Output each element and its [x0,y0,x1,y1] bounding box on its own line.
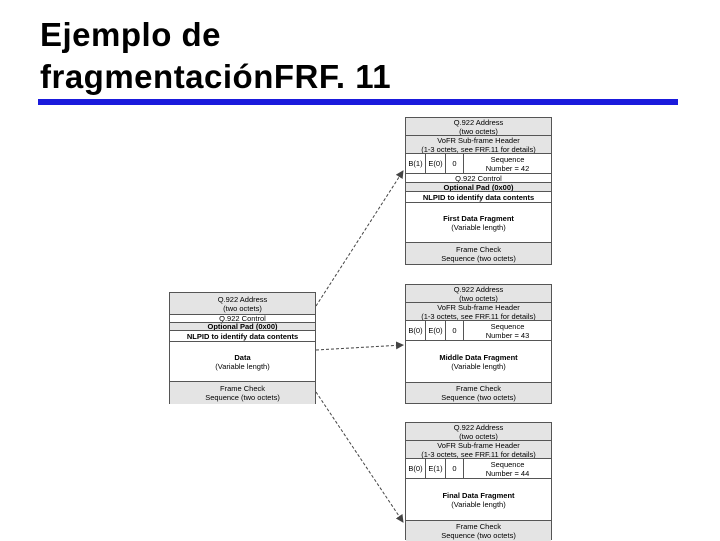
middle-fragment-address-row: Q.922 Address (two octets) [406,285,551,303]
middle-fragment-e-bit: E(0) [426,321,446,340]
middle-fragment-fcs-row: Frame Check Sequence (two octets) [406,383,551,403]
original-control-row: Q.922 Control [170,315,315,323]
slide-title: Ejemplo de fragmentaciónFRF. 11 [40,14,700,98]
final-fragment-b-bit: B(0) [406,459,426,478]
first-fragment-e-bit: E(0) [426,154,446,173]
final-fragment-e-bit: E(1) [426,459,446,478]
middle-fragment-subframe-header: VoFR Sub-frame Header (1-3 octets, see F… [406,303,551,321]
final-fragment-frame: Q.922 Address (two octets) VoFR Sub-fram… [405,422,552,541]
original-pad-row: Optional Pad (0x00) [170,323,315,331]
first-fragment-data-row: First Data Fragment (Variable length) [406,203,551,243]
original-data-length: (Variable length) [215,361,270,371]
final-fragment-fcs-row: Frame Check Sequence (two octets) [406,521,551,541]
original-data-label: Data [234,352,251,362]
middle-fragment-zero: 0 [446,321,464,340]
middle-fragment-frame: Q.922 Address (two octets) VoFR Sub-fram… [405,284,552,404]
final-fragment-address-row: Q.922 Address (two octets) [406,423,551,441]
original-data-row: Data (Variable length) [170,342,315,382]
final-fragment-subframe-header: VoFR Sub-frame Header (1-3 octets, see F… [406,441,551,459]
original-frame: Q.922 Address (two octets) Q.922 Control… [169,292,316,404]
final-fragment-data-row: Final Data Fragment (Variable length) [406,479,551,521]
middle-fragment-b-bit: B(0) [406,321,426,340]
final-fragment-zero: 0 [446,459,464,478]
first-fragment-control-row: Q.922 Control [406,174,551,183]
first-fragment-pad-row: Optional Pad (0x00) [406,183,551,192]
final-fragment-sequence-row: B(0) E(1) 0 Sequence Number = 44 [406,459,551,479]
arrow-to-middle-fragment [315,341,404,351]
middle-fragment-data-row: Middle Data Fragment (Variable length) [406,341,551,383]
original-nlpid-row: NLPID to identify data contents [170,331,315,342]
slide-title-line-2: fragmentaciónFRF. 11 [40,58,392,95]
original-address-size: (two octets) [223,303,262,313]
first-fragment-zero: 0 [446,154,464,173]
first-fragment-nlpid-row: NLPID to identify data contents [406,192,551,203]
first-fragment-fcs-row: Frame Check Sequence (two octets) [406,243,551,264]
first-fragment-sequence-number: Sequence Number = 42 [485,154,530,173]
final-fragment-sequence-number: Sequence Number = 44 [485,459,530,478]
first-fragment-subframe-header: VoFR Sub-frame Header (1-3 octets, see F… [406,136,551,154]
title-underline-bar [38,99,678,105]
original-address-row: Q.922 Address (two octets) [170,293,315,315]
middle-fragment-sequence-number: Sequence Number = 43 [485,321,530,340]
arrow-to-final-fragment [315,391,404,523]
original-fcs-row: Frame Check Sequence (two octets) [170,382,315,404]
original-address-label: Q.922 Address [217,294,268,304]
slide-title-line-1: Ejemplo de [40,16,222,53]
middle-fragment-sequence-row: B(0) E(0) 0 Sequence Number = 43 [406,321,551,341]
first-fragment-address-row: Q.922 Address (two octets) [406,118,551,136]
first-fragment-b-bit: B(1) [406,154,426,173]
first-fragment-sequence-row: B(1) E(0) 0 Sequence Number = 42 [406,154,551,174]
first-fragment-frame: Q.922 Address (two octets) VoFR Sub-fram… [405,117,552,265]
arrow-to-first-fragment [315,170,404,307]
